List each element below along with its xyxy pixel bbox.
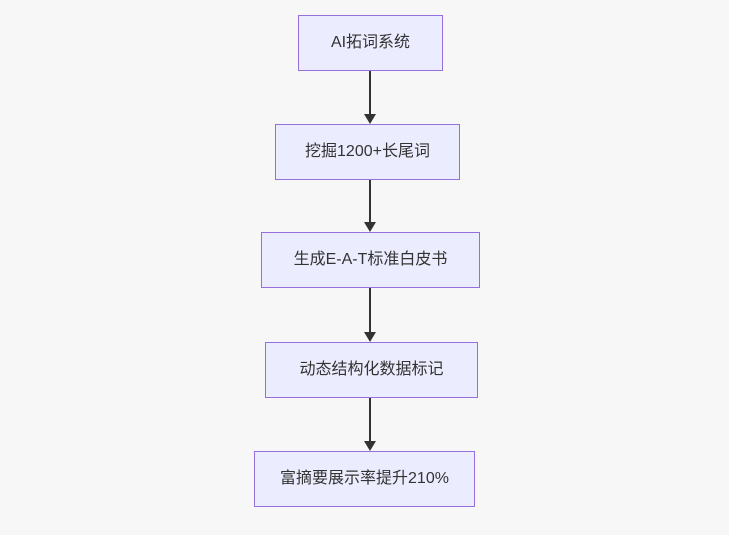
- edge-line: [369, 288, 371, 334]
- edge-line: [369, 71, 371, 116]
- flow-edge-3: [364, 288, 376, 342]
- arrowhead-down-icon: [364, 222, 376, 232]
- arrowhead-down-icon: [364, 332, 376, 342]
- flow-node-label: 生成E-A-T标准白皮书: [293, 251, 448, 268]
- flow-node-longtail-mining: 挖掘1200+长尾词: [275, 124, 460, 180]
- flow-node-label: 挖掘1200+长尾词: [305, 143, 430, 160]
- edge-line: [369, 180, 371, 224]
- flow-node-structured-data: 动态结构化数据标记: [265, 342, 478, 398]
- arrowhead-down-icon: [364, 441, 376, 451]
- flow-node-label: 动态结构化数据标记: [299, 361, 444, 378]
- flow-node-label: AI拓词系统: [330, 34, 411, 51]
- edge-line: [369, 398, 371, 443]
- flow-node-label: 富摘要展示率提升210%: [280, 470, 449, 487]
- flow-edge-4: [364, 398, 376, 451]
- flow-node-rich-snippet-result: 富摘要展示率提升210%: [254, 451, 475, 507]
- flow-edge-2: [364, 180, 376, 232]
- flow-edge-1: [364, 71, 376, 124]
- arrowhead-down-icon: [364, 114, 376, 124]
- flow-node-ai-word-system: AI拓词系统: [298, 15, 443, 71]
- flow-node-eat-whitepaper: 生成E-A-T标准白皮书: [261, 232, 480, 288]
